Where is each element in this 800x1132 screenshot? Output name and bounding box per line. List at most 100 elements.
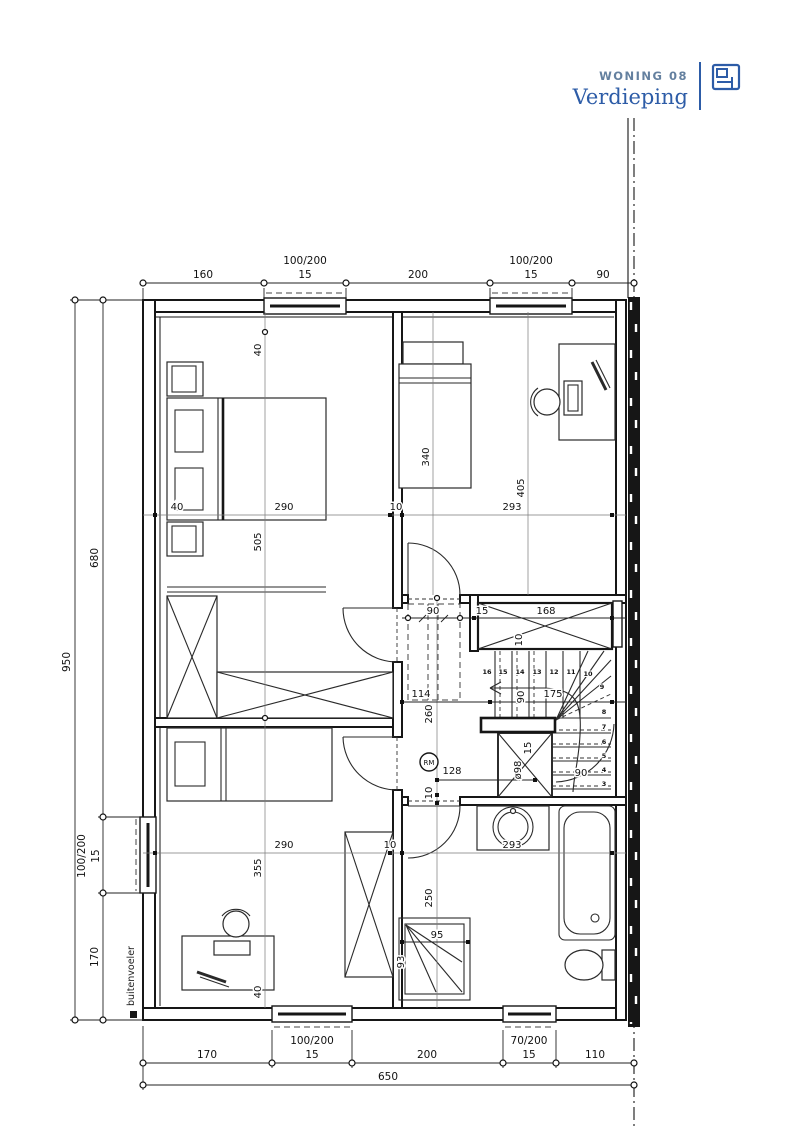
tread-12: 12 xyxy=(549,668,558,676)
dim-bottom-seg3: 110 xyxy=(585,1049,605,1061)
wall-bath-north-b xyxy=(459,796,627,806)
pillow xyxy=(174,741,206,787)
pillow xyxy=(174,409,204,453)
dimension-chain-left: 950 680 100/200 15 170 xyxy=(60,296,143,1024)
dim-left-seg2: 170 xyxy=(89,947,101,967)
wall-east xyxy=(615,299,627,1021)
staircase: 16 15 14 13 12 11 10 9 8 7 6 5 4 3 xyxy=(479,650,615,793)
floor-title: Verdieping xyxy=(572,85,688,109)
wall-bath-west xyxy=(392,789,403,1009)
laptop xyxy=(563,380,583,416)
closet-tall xyxy=(166,595,218,719)
outdoor-sensor-marker xyxy=(130,1011,137,1018)
dim-b3-offset-bottom: 40 xyxy=(253,986,264,999)
title-block: WONING 08 Verdieping xyxy=(572,62,741,110)
dim-top-win2-sill: 15 xyxy=(524,269,537,281)
dim-bottom-seg2: 200 xyxy=(417,1049,437,1061)
tread-8: 8 xyxy=(602,708,607,716)
tread-11: 11 xyxy=(566,668,576,676)
dim-top-win1-sill: 15 xyxy=(298,269,311,281)
dim-b3-width: 290 xyxy=(274,840,293,851)
stair-arc xyxy=(555,723,615,783)
dim-bottom-win2: 70/200 xyxy=(511,1035,548,1047)
dim-hall-length: 260 xyxy=(424,704,435,723)
stair-void xyxy=(476,601,614,651)
tread-3: 3 xyxy=(602,780,607,788)
wall-bedroom2-south-a xyxy=(401,594,409,604)
dim-b1-offset-top: 40 xyxy=(253,344,264,357)
desk-chair xyxy=(533,388,561,416)
dim-left-win: 100/200 xyxy=(76,834,88,878)
dim-bottom-win1: 100/200 xyxy=(290,1035,334,1047)
tread-14: 14 xyxy=(515,668,525,676)
nightstand xyxy=(166,361,204,397)
smoke-detector-label: RM xyxy=(424,759,435,767)
dim-hall-to-shaft: 128 xyxy=(442,766,461,777)
stair-tread-numbers: 16 15 14 13 12 11 10 9 8 7 6 5 4 3 xyxy=(481,667,607,789)
dim-stair-winder: 175 xyxy=(543,689,562,700)
stair-walk-line xyxy=(490,687,581,793)
outdoor-sensor-label: buitenvoeler xyxy=(126,946,137,1006)
desk-item xyxy=(196,970,227,984)
window-north-1 xyxy=(263,292,347,315)
washbasin xyxy=(492,806,534,848)
dim-stair-upper-width: 90 xyxy=(516,691,527,704)
door-bedroom2 xyxy=(407,542,461,600)
boundary-lines xyxy=(627,118,640,1128)
desk-chair xyxy=(222,910,250,938)
smoke-detector-symbol: RM xyxy=(419,752,439,772)
wardrobe xyxy=(344,831,394,978)
dim-bath-width: 293 xyxy=(502,840,521,851)
dim-hall-width: 114 xyxy=(411,689,430,700)
duct-shaft xyxy=(497,732,553,798)
dim-b1-length: 505 xyxy=(253,532,264,551)
dim-hall-door: 90 xyxy=(427,606,440,617)
dim-void-wall: 10 xyxy=(514,634,525,647)
dim-left-win-sill: 15 xyxy=(90,849,102,862)
party-wall xyxy=(628,297,640,1027)
annotations: RM buitenvoeler xyxy=(126,752,439,1018)
dim-top-seg1: 160 xyxy=(193,269,213,281)
tread-7: 7 xyxy=(602,723,607,731)
tread-16: 16 xyxy=(482,668,492,676)
windows xyxy=(135,292,573,1028)
toilet xyxy=(564,949,616,981)
hall-passage-dashed xyxy=(407,603,461,701)
window-north-2 xyxy=(489,292,573,315)
tread-15: 15 xyxy=(498,668,508,676)
dim-bottom-total: 650 xyxy=(378,1071,398,1083)
single-bed xyxy=(398,363,472,489)
dim-bath-length: 250 xyxy=(424,888,435,907)
door-bedroom1 xyxy=(342,607,398,663)
dimension-chain-top: 160 100/200 15 200 100/200 15 90 xyxy=(139,254,638,300)
door-bedroom3 xyxy=(342,736,398,791)
interior-dims: 40 290 10 293 40 505 340 405 90 15 168 1… xyxy=(169,342,589,1000)
dim-shaft: ø98 xyxy=(513,761,524,780)
dim-b2-length: 405 xyxy=(516,478,527,497)
single-bed xyxy=(166,727,333,802)
closet-wide xyxy=(216,671,394,719)
bedroom3-furniture xyxy=(166,727,394,991)
dim-top-win1: 100/200 xyxy=(283,255,327,267)
dim-top-seg2: 200 xyxy=(408,269,428,281)
tread-10: 10 xyxy=(583,670,593,678)
window-south-2 xyxy=(502,1005,557,1028)
wall-hall-west-mid xyxy=(392,661,403,738)
outdoor-sensor: buitenvoeler xyxy=(126,946,137,1018)
tread-5: 5 xyxy=(602,752,607,760)
dim-shower-width: 95 xyxy=(431,930,444,941)
dim-bath-wall: 10 xyxy=(424,787,435,800)
stair-landing-beam xyxy=(479,716,557,734)
dim-shower-depth: 93 xyxy=(396,956,407,969)
dim-b1-offset-left: 40 xyxy=(171,502,184,513)
project-title: WONING 08 xyxy=(599,69,688,83)
dim-bottom-win2-sill: 15 xyxy=(522,1049,535,1061)
dim-hall-wall15: 15 xyxy=(476,606,489,617)
tread-9: 9 xyxy=(600,683,605,691)
dim-b2-bed: 340 xyxy=(421,447,432,466)
dim-shaft-side: 15 xyxy=(523,742,534,755)
bedroom2-furniture xyxy=(398,341,616,489)
wall-bath-north-a xyxy=(401,796,409,806)
tread-4: 4 xyxy=(602,766,607,774)
dim-top-seg3: 90 xyxy=(596,269,609,281)
